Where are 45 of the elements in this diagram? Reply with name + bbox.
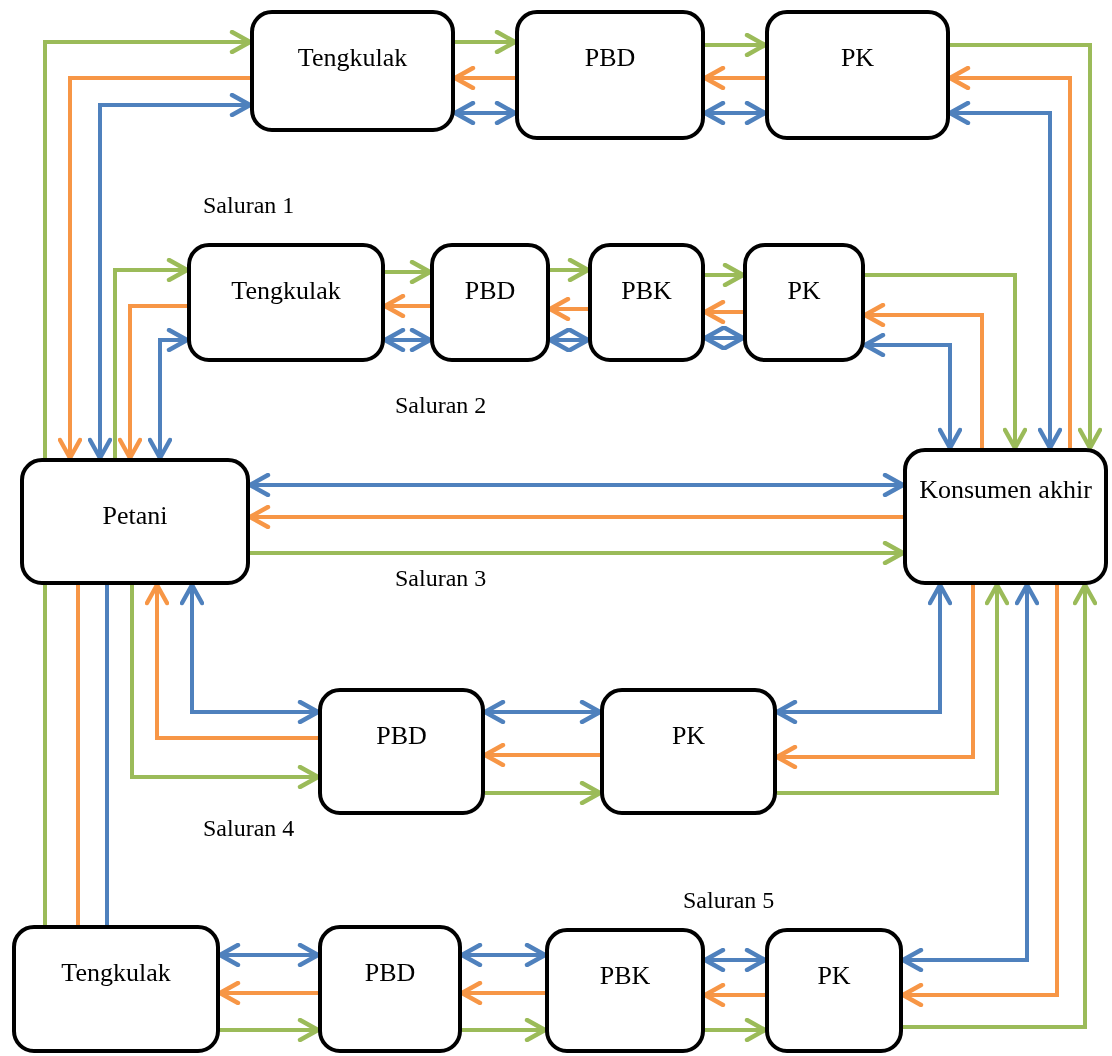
actor-box bbox=[430, 243, 550, 362]
channel-label: Saluran 2 bbox=[395, 391, 487, 420]
actor-name: PK bbox=[670, 720, 707, 752]
actor-box bbox=[765, 10, 950, 140]
actor-name: Tengkulak bbox=[296, 42, 409, 74]
actor-name: Petani bbox=[101, 500, 169, 532]
connector-line bbox=[43, 585, 47, 925]
actor-name: PBD bbox=[363, 957, 417, 989]
arrow bbox=[777, 582, 1010, 795]
arrow bbox=[903, 582, 1098, 1029]
channel-label: Saluran 3 bbox=[395, 564, 487, 593]
actor-name: PK bbox=[839, 42, 876, 74]
arrow bbox=[57, 76, 250, 461]
actor-name: PBD bbox=[463, 275, 517, 307]
actor-name: Tengkulak bbox=[230, 275, 342, 307]
actor-name: PBD bbox=[375, 720, 428, 752]
arrow bbox=[117, 304, 187, 461]
channel-label: Saluran 4 bbox=[203, 814, 295, 843]
actor-box bbox=[515, 10, 705, 140]
arrow bbox=[144, 582, 318, 740]
actor-name: PK bbox=[816, 960, 852, 992]
channel-label: Saluran 1 bbox=[203, 191, 295, 220]
actor-box bbox=[743, 243, 865, 362]
actor-name: PBK bbox=[598, 960, 652, 992]
actor-box bbox=[318, 688, 485, 815]
actor-name: PK bbox=[786, 275, 822, 307]
actor-name: Konsumen akhir bbox=[918, 474, 1093, 506]
arrow bbox=[865, 273, 1028, 451]
actor-name: PBK bbox=[620, 275, 673, 307]
actor-name: PBD bbox=[583, 42, 637, 74]
actor-box bbox=[318, 925, 462, 1053]
connector-line bbox=[105, 585, 109, 925]
actor-box bbox=[20, 458, 250, 585]
actor-name: Tengkulak bbox=[60, 957, 172, 989]
actor-box bbox=[545, 928, 705, 1053]
actor-box bbox=[250, 10, 455, 132]
channel-label: Saluran 5 bbox=[683, 886, 775, 915]
actor-box bbox=[903, 448, 1108, 585]
arrow bbox=[950, 43, 1103, 451]
actor-box bbox=[187, 243, 385, 362]
actor-box bbox=[588, 243, 705, 362]
actor-box bbox=[600, 688, 777, 815]
actor-box bbox=[12, 925, 220, 1053]
connector-line bbox=[76, 585, 80, 925]
actor-box bbox=[765, 928, 903, 1053]
